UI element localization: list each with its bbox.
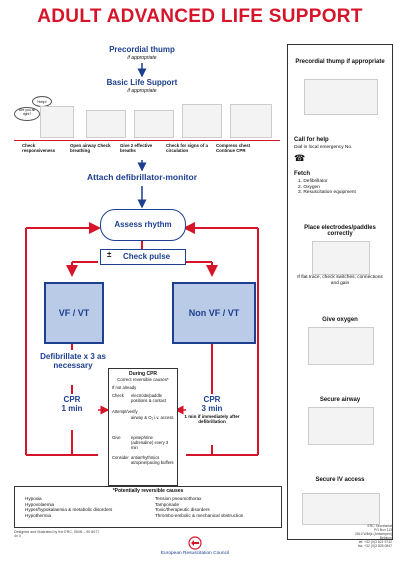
reversible-causes-box: *Potentially reversible causes Hypoxia H… bbox=[14, 486, 282, 528]
figure-give-oxygen bbox=[308, 327, 374, 365]
figure-iv-access bbox=[302, 493, 380, 525]
during-row-2-term: Attempt/verify bbox=[112, 409, 138, 414]
cause-item: Tamponade bbox=[155, 501, 180, 507]
footer-right-line: tel: +32 (0)3 821 5742 bbox=[358, 540, 392, 544]
during-row-3-detail: epinephrine (adrenaline) every 3 min bbox=[131, 435, 169, 450]
sidebar-call-sub: Dial in local emergency No. bbox=[294, 145, 353, 150]
figure-open-airway bbox=[86, 110, 126, 138]
fetch-item: 2. Oxygen bbox=[298, 184, 320, 190]
sidebar-oxygen-title: Give oxygen bbox=[322, 317, 358, 323]
cpr-left-sub: 1 min bbox=[61, 404, 83, 413]
figure-electrodes bbox=[312, 241, 370, 275]
figure-check-responsiveness bbox=[40, 106, 74, 138]
causes-left-list: Hypoxia Hypovolaemia Hyper/hypokalaemia … bbox=[25, 496, 145, 518]
vf-vt-box: VF / VT bbox=[44, 282, 104, 344]
figure-secure-airway bbox=[308, 407, 374, 445]
footer-right-line: fax: +32 (0)3 828 0847 bbox=[357, 544, 392, 548]
assess-rhythm-label: Assess rhythm bbox=[114, 220, 172, 229]
cause-item: Hyper/hypokalaemia & metabolic disorders bbox=[25, 507, 113, 513]
during-row-4-term: Consider bbox=[112, 455, 129, 460]
cause-item: Hypothermia bbox=[25, 512, 52, 518]
bls-step-1: Check responsiveness bbox=[22, 143, 56, 154]
during-cpr-intro: If not already bbox=[112, 385, 137, 390]
footer-right-line: PO Box 113 bbox=[373, 528, 392, 532]
cpr-right-sub: 3 min bbox=[201, 404, 223, 413]
during-row-1-detail: electrode/paddle positions & contact bbox=[131, 393, 167, 403]
bls-sub: if appropriate bbox=[127, 88, 157, 94]
sidebar-fetch-title: Fetch bbox=[294, 171, 311, 177]
non-vf-vt-label: Non VF / VT bbox=[188, 308, 240, 318]
cause-item: Thrombo-embolic & mechanical obstruction bbox=[155, 512, 244, 518]
check-pulse-label: Check pulse bbox=[123, 252, 171, 261]
footer-right-line: Belgium bbox=[379, 536, 392, 540]
footer-right-line: 2610 Wilrijk (Antwerpen) bbox=[355, 532, 392, 536]
defibrillate-label: Defibrillate x 3 as necessary bbox=[40, 352, 106, 370]
precordial-title: Precordial thump bbox=[109, 45, 175, 54]
during-cpr-title: During CPR bbox=[128, 371, 158, 377]
cause-item: Tension pneumothorax bbox=[155, 496, 202, 501]
figure-rescue-breaths bbox=[134, 110, 174, 138]
attach-defib: Attach defibrillator-monitor bbox=[86, 172, 198, 182]
bls-title: Basic Life Support bbox=[106, 78, 178, 87]
bls-step-3: Give 2 effective breaths bbox=[120, 143, 153, 154]
precordial-sub: if appropriate bbox=[127, 55, 157, 61]
fetch-item: 3. Resuscitation equipment bbox=[298, 190, 356, 196]
figure-check-circulation bbox=[182, 104, 222, 138]
during-cpr-subtitle: Correct reversible causes* bbox=[117, 377, 169, 382]
sidebar-fetch-list: 1. Defibrillator 2. Oxygen 3. Resuscitat… bbox=[298, 179, 386, 196]
during-row-3-term: Give bbox=[112, 435, 121, 440]
sidebar-electrodes-title: Place electrodes/paddles correctly bbox=[304, 225, 376, 237]
bls-step-4: Check for signs of a circulation bbox=[166, 143, 208, 154]
sidebar-iv-title: Secure IV access bbox=[315, 477, 365, 483]
footer-right-line: ERC Secretariat bbox=[367, 524, 393, 528]
during-row-4-detail: antiarrhythmics atropine/pacing buffers bbox=[131, 455, 174, 465]
causes-right-list: Tension pneumothorax Tamponade Toxic/the… bbox=[155, 496, 279, 518]
cpr-right-title: CPR bbox=[203, 395, 221, 404]
vf-vt-label: VF / VT bbox=[58, 308, 90, 318]
erc-logo bbox=[186, 536, 204, 550]
sidebar: Precordial thump if appropriate Call for… bbox=[287, 44, 393, 540]
during-row-2-detail: airway & O₂ i.v. access bbox=[131, 415, 174, 420]
telephone-icon: ☎ bbox=[294, 153, 306, 163]
footer-right: ERC Secretariat PO Box 113 2610 Wilrijk … bbox=[330, 524, 392, 548]
sidebar-airway-title: Secure airway bbox=[319, 397, 361, 403]
during-row-1-term: Check bbox=[112, 393, 124, 398]
cause-item: Hypoxia bbox=[25, 496, 42, 501]
sidebar-call-title: Call for help bbox=[294, 137, 329, 143]
speech-bubble-all-right: Are you all right? bbox=[14, 107, 40, 121]
plus-minus-icon: ± bbox=[107, 250, 112, 259]
cpr-left-title: CPR bbox=[63, 395, 81, 404]
fetch-item: 1. Defibrillator bbox=[298, 179, 328, 184]
bls-illustrations: Help! Are you all right? bbox=[14, 96, 280, 140]
figure-precordial-thump bbox=[304, 79, 378, 115]
page-title: ADULT ADVANCED LIFE SUPPORT bbox=[37, 6, 363, 27]
cause-item: Hypovolaemia bbox=[25, 501, 55, 507]
cpr-right-note: 1 min if immediately after defibrillatio… bbox=[184, 414, 240, 425]
footer-left: Designed and illustrated by the ERC, ISB… bbox=[14, 530, 100, 539]
sidebar-precordial-title: Precordial thump if appropriate bbox=[295, 59, 385, 65]
non-vf-vt-box: Non VF / VT bbox=[172, 282, 256, 344]
cause-item: Toxic/therapeutic disorders bbox=[155, 507, 210, 513]
sidebar-electrodes-note: If flat trace, check switches, connectio… bbox=[297, 275, 383, 286]
bls-step-5: Compress chest Continue CPR bbox=[216, 143, 251, 154]
check-pulse-box: ± Check pulse bbox=[100, 249, 186, 265]
during-cpr-box: During CPR Correct reversible causes* If… bbox=[108, 368, 178, 486]
assess-rhythm-node: Assess rhythm bbox=[100, 209, 186, 241]
causes-title: *Potentially reversible causes bbox=[112, 488, 184, 494]
footer-center: European Resuscitation Council bbox=[160, 551, 230, 556]
figure-chest-compressions bbox=[230, 104, 272, 138]
bls-step-line bbox=[14, 140, 280, 141]
bls-step-2: Open airway Check breathing bbox=[70, 143, 111, 154]
